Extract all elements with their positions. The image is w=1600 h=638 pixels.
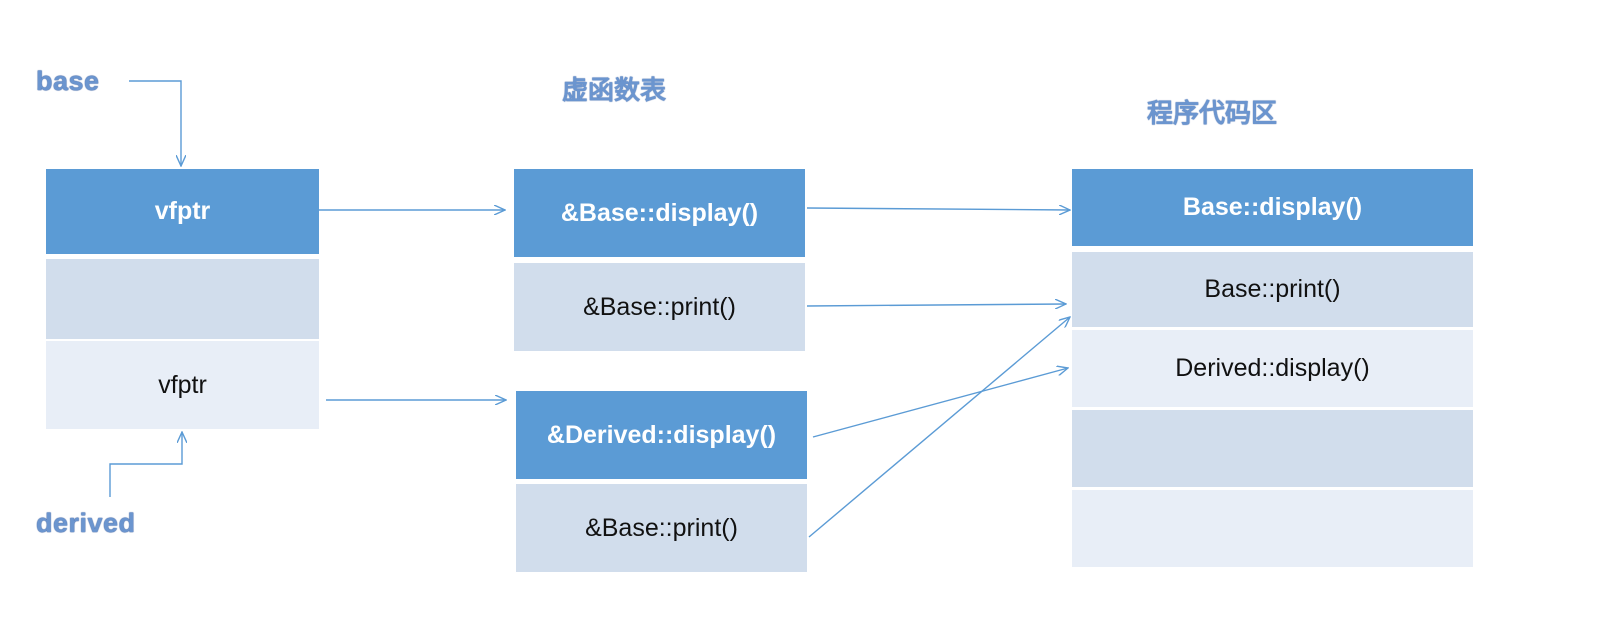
code-area-title: 程序代码区 (1147, 98, 1278, 128)
object-empty-cell (46, 259, 319, 339)
code-empty-row (1072, 490, 1473, 567)
base-pointer-label: base (36, 66, 100, 96)
derived-print-arrow (808, 317, 1070, 538)
base-vtable-slot-print: &Base::print() (514, 263, 805, 351)
code-base-print: Base::print() (1072, 252, 1473, 327)
derived-display-arrow (812, 368, 1068, 438)
derived-pointer-label: derived (36, 508, 136, 538)
code-empty-row (1072, 410, 1473, 487)
base-vtable-slot-display: &Base::display() (514, 169, 805, 257)
derived-vtable-slot-display: &Derived::display() (516, 391, 807, 479)
derived-vtable-slot-print: &Base::print() (516, 484, 807, 572)
base-object-vfptr: vfptr (46, 169, 319, 254)
vtable-title: 虚函数表 (562, 75, 667, 105)
base-pointer-arrow (129, 80, 181, 166)
code-derived-display: Derived::display() (1072, 330, 1473, 407)
derived-pointer-arrow (109, 432, 182, 497)
base-print-arrow (806, 304, 1066, 306)
base-display-arrow (806, 208, 1070, 210)
derived-object-vfptr: vfptr (46, 341, 319, 429)
code-base-display: Base::display() (1072, 169, 1473, 246)
